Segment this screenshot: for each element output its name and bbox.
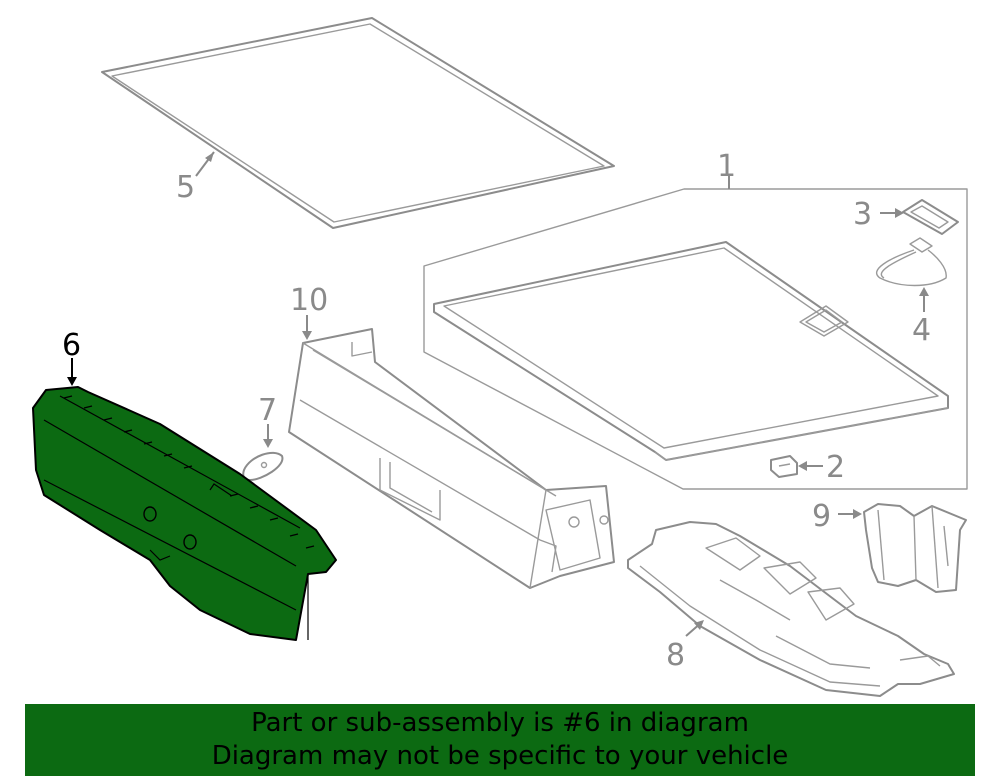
leader-7-arrow xyxy=(263,439,273,448)
leader-2-arrow xyxy=(798,461,807,471)
info-banner: Part or sub-assembly is #6 in diagram Di… xyxy=(25,704,975,776)
part-6-fill xyxy=(32,386,337,641)
callout-8: 8 xyxy=(666,638,685,673)
callout-1: 1 xyxy=(717,149,736,184)
callout-2: 2 xyxy=(826,450,845,485)
part-1-group-outline xyxy=(423,188,968,490)
part-10-trim[interactable] xyxy=(288,328,615,589)
part-7-grommet[interactable] xyxy=(242,451,284,481)
leader-9-arrow xyxy=(853,509,862,519)
part-3-handle[interactable] xyxy=(902,199,959,235)
leader-10-arrow xyxy=(302,331,312,340)
callout-7: 7 xyxy=(258,393,277,428)
banner-line-2: Diagram may not be specific to your vehi… xyxy=(211,741,789,771)
leader-3-arrow xyxy=(895,208,904,218)
callout-5: 5 xyxy=(176,170,195,205)
part-9-bracket[interactable] xyxy=(863,503,967,593)
leader-5-arrow xyxy=(205,152,214,162)
leader-4-arrow xyxy=(919,287,929,296)
callout-10: 10 xyxy=(290,283,328,318)
callout-4: 4 xyxy=(912,313,931,348)
callout-6: 6 xyxy=(62,328,81,363)
callout-9: 9 xyxy=(812,499,831,534)
part-5-panel[interactable] xyxy=(101,17,615,229)
leader-6-arrow xyxy=(67,377,77,386)
part-6-rear-panel[interactable] xyxy=(32,386,337,641)
leader-8-arrow xyxy=(694,620,704,630)
callout-3: 3 xyxy=(853,197,872,232)
banner-line-1: Part or sub-assembly is #6 in diagram xyxy=(251,708,749,738)
part-8-tray[interactable] xyxy=(627,521,955,697)
part-2-clip[interactable] xyxy=(770,455,798,478)
parts-diagram: 5 1 2 3 4 xyxy=(32,17,968,697)
part-1-floor-cover[interactable] xyxy=(433,241,949,461)
part-4-strap[interactable] xyxy=(875,237,947,287)
